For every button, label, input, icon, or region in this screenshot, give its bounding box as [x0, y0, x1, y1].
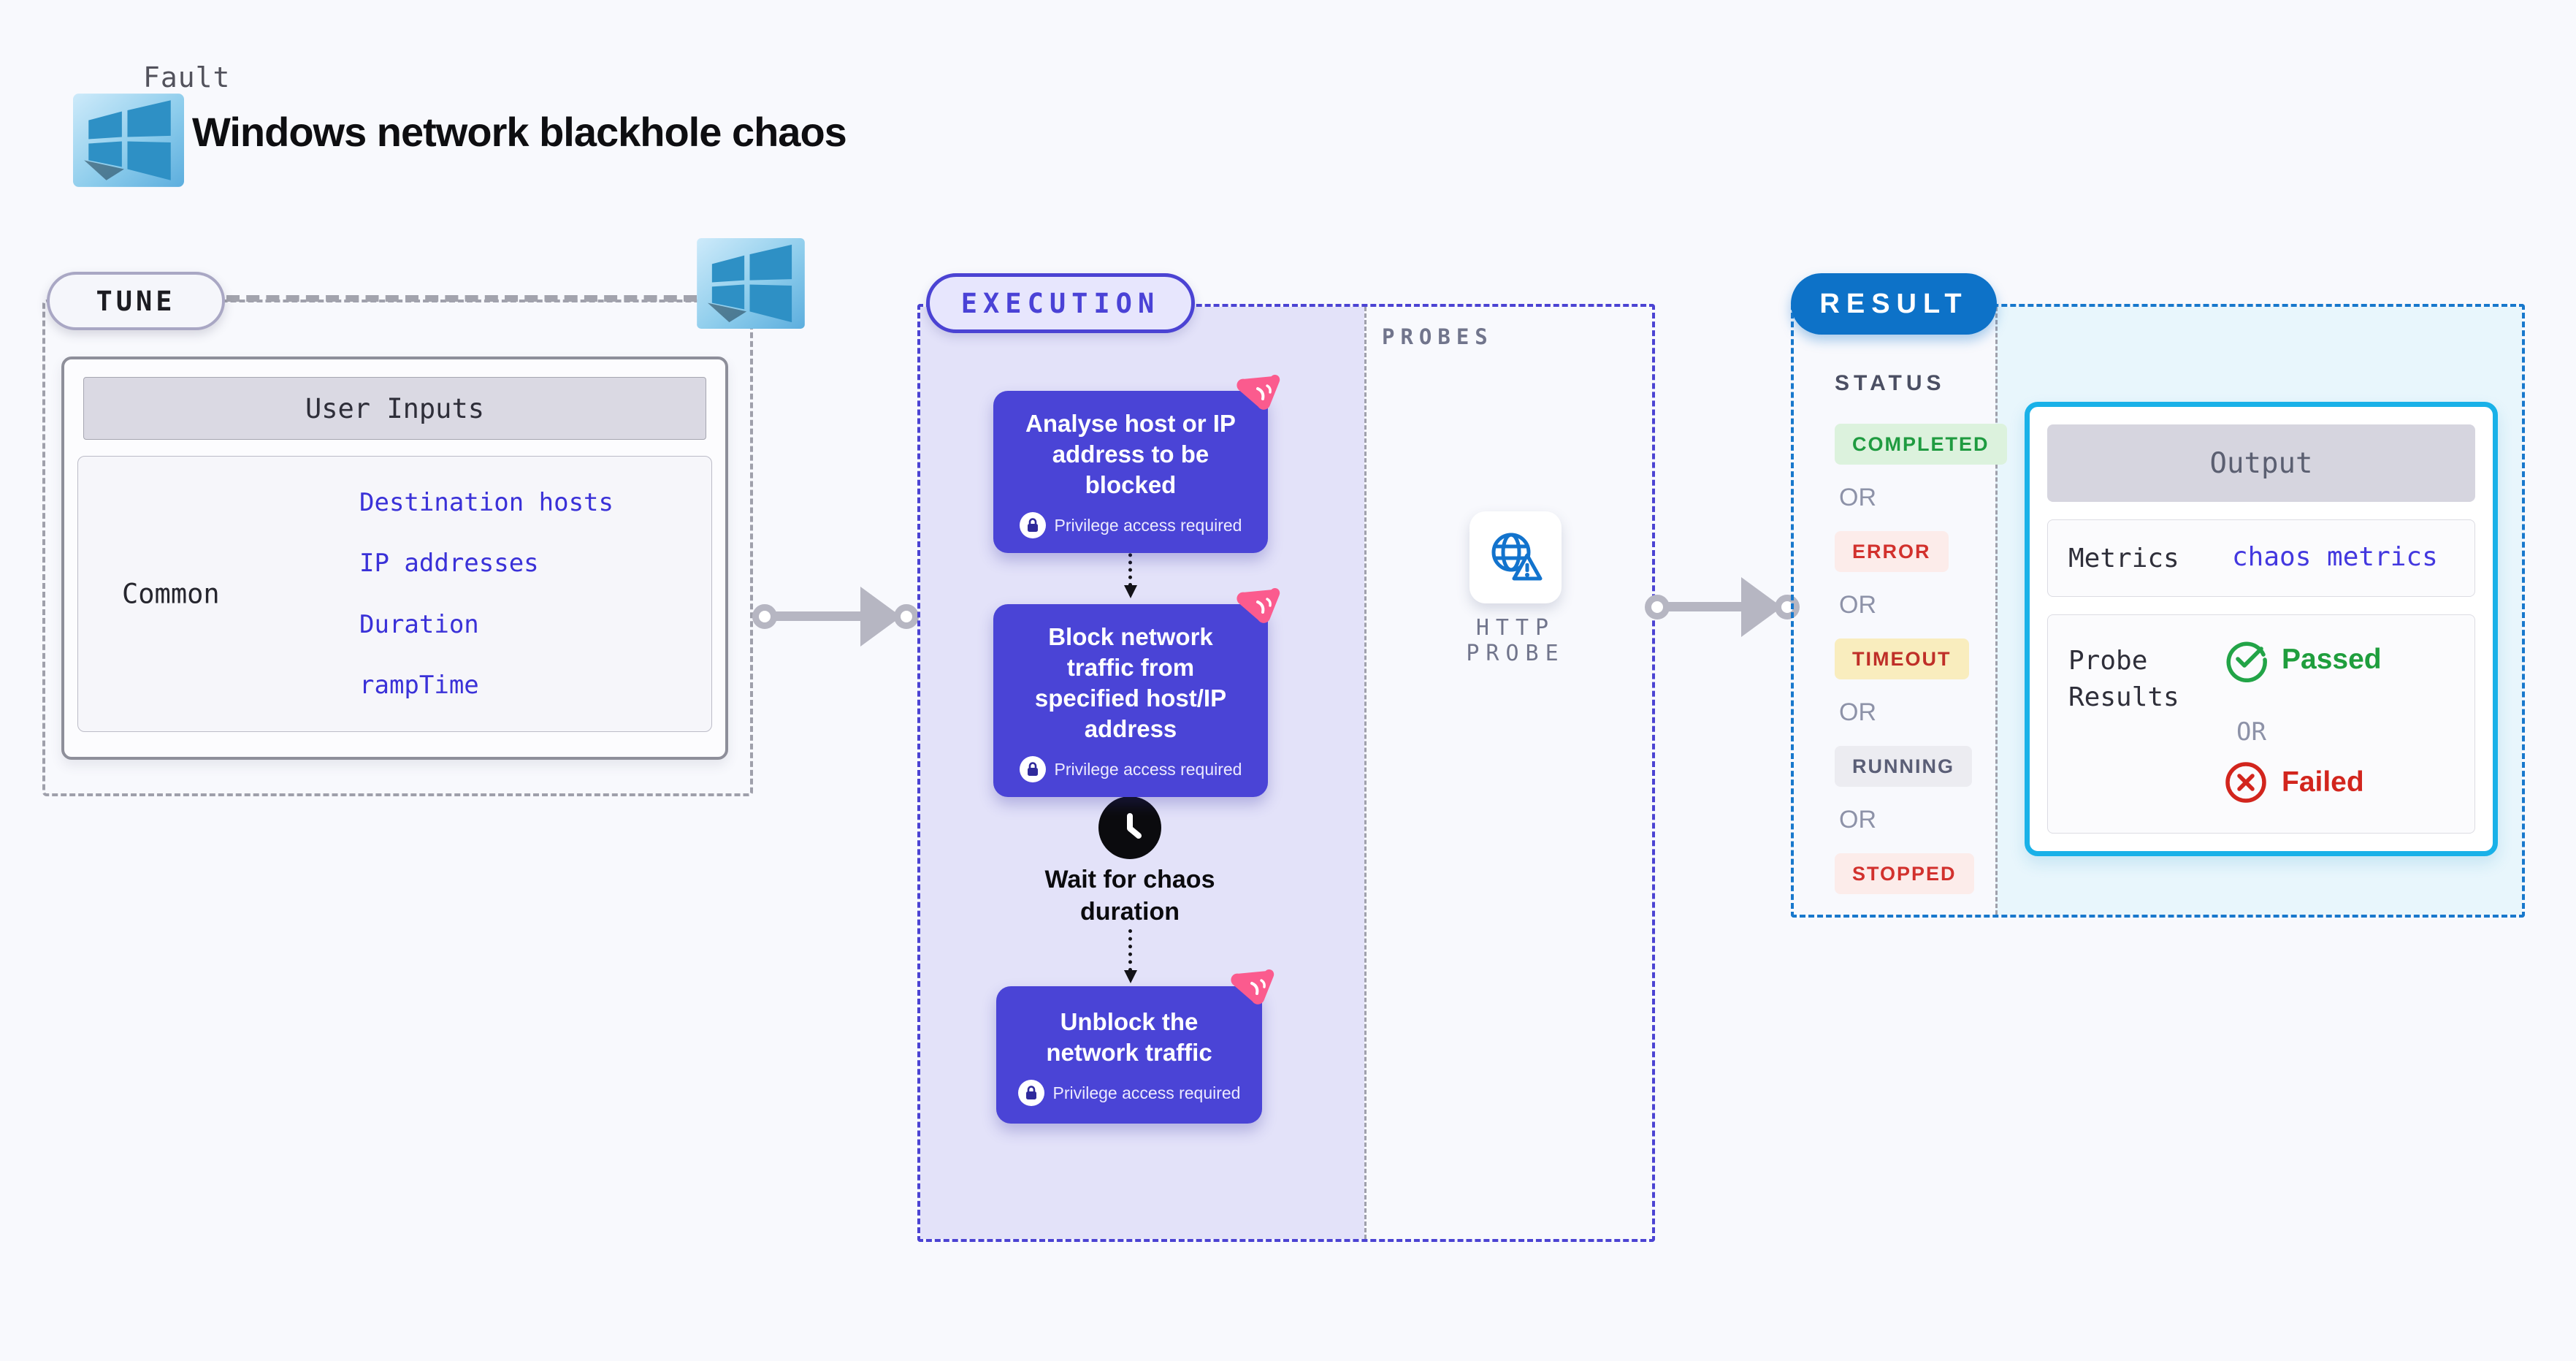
step-title: Unblock the network traffic	[1046, 1008, 1212, 1066]
link-ip-addresses[interactable]: IP addresses	[359, 549, 539, 579]
step-analyse-host: Analyse host or IP address to be blocked…	[993, 391, 1268, 553]
check-circle-icon	[2226, 641, 2267, 682]
execution-badge: EXECUTION	[926, 273, 1195, 333]
tune-to-execution-arrow	[751, 585, 920, 647]
user-inputs-body: Common Destination hosts IP addresses Du…	[77, 456, 712, 732]
privilege-note: Privilege access required	[1017, 1080, 1241, 1106]
probes-label: PROBES	[1382, 324, 1494, 349]
user-inputs-header: User Inputs	[83, 377, 706, 440]
output-card: Output Metrics chaos metrics Probe Resul…	[2025, 402, 2498, 856]
connector-wait-step3	[1124, 929, 1137, 983]
chaos-fault-icon	[1231, 969, 1274, 1004]
step-block-traffic: Block network traffic from specified hos…	[993, 604, 1268, 797]
privilege-text: Privilege access required	[1052, 1083, 1241, 1102]
or-label: OR	[2236, 717, 2266, 747]
status-output-divider	[1995, 307, 1998, 915]
link-destination-hosts[interactable]: Destination hosts	[359, 488, 614, 518]
privilege-text: Privilege access required	[1054, 515, 1242, 535]
http-probe-card[interactable]	[1469, 511, 1562, 603]
common-row-label: Common	[122, 578, 220, 610]
output-header: Output	[2047, 424, 2475, 502]
or-label: OR	[1839, 806, 1876, 834]
execution-probes-divider	[1364, 307, 1367, 1239]
passed-label: Passed	[2282, 644, 2382, 675]
status-badge-stopped: STOPPED	[1835, 853, 1974, 894]
fault-kicker: Fault	[143, 61, 231, 94]
probe-results-row: Probe Results Passed OR Failed	[2047, 614, 2475, 834]
probe-results-label: Probe Results	[2068, 646, 2179, 712]
passed-result: Passed	[2223, 637, 2382, 682]
globe-warning-icon	[1491, 533, 1543, 581]
failed-label: Failed	[2282, 766, 2364, 798]
metrics-label: Metrics	[2068, 544, 2179, 573]
lock-icon	[1019, 756, 1046, 782]
status-list: COMPLETED OR ERROR OR TIMEOUT OR RUNNING…	[1835, 424, 2007, 894]
status-heading: STATUS	[1835, 371, 1946, 395]
privilege-note: Privilege access required	[1019, 756, 1242, 782]
chaos-fault-icon	[1237, 588, 1280, 623]
privilege-note: Privilege access required	[1019, 512, 1242, 538]
step-title: Analyse host or IP address to be blocked	[1025, 410, 1236, 498]
chaos-fault-icon	[1237, 375, 1280, 410]
connector-step1-step2	[1124, 538, 1137, 598]
user-inputs-card: User Inputs Common Destination hosts IP …	[61, 357, 728, 760]
page-title: Windows network blackhole chaos	[192, 109, 847, 155]
step-unblock-traffic: Unblock the network traffic Privilege ac…	[996, 986, 1262, 1124]
step-title: Block network traffic from specified hos…	[1034, 623, 1227, 742]
status-badge-timeout: TIMEOUT	[1835, 638, 1969, 679]
status-badge-running: RUNNING	[1835, 746, 1972, 787]
or-label: OR	[1839, 698, 1876, 726]
windows-logo-icon-small	[697, 238, 805, 329]
status-badge-completed: COMPLETED	[1835, 424, 2007, 465]
failed-result: Failed	[2223, 760, 2364, 805]
user-input-links: Destination hosts IP addresses Duration …	[359, 457, 614, 731]
result-badge: RESULT	[1791, 273, 1997, 335]
status-badge-error: ERROR	[1835, 531, 1949, 572]
tune-badge: TUNE	[47, 272, 225, 330]
or-label: OR	[1839, 591, 1876, 619]
link-duration[interactable]: Duration	[359, 609, 479, 639]
http-probe-label: HTTP PROBE	[1466, 615, 1565, 666]
x-circle-icon	[2225, 762, 2266, 803]
wait-duration-label: Wait for chaos duration	[1044, 866, 1215, 926]
probes-to-result-arrow	[1643, 576, 1804, 637]
chaos-metrics-link[interactable]: chaos metrics	[2232, 542, 2438, 572]
lock-icon	[1019, 512, 1046, 538]
lock-icon	[1017, 1080, 1044, 1106]
windows-logo-icon	[73, 94, 184, 187]
link-ramptime[interactable]: rampTime	[359, 670, 479, 700]
metrics-row: Metrics chaos metrics	[2047, 519, 2475, 597]
tune-connector-line	[226, 295, 697, 302]
clock-icon	[1098, 796, 1161, 859]
or-label: OR	[1839, 484, 1876, 511]
privilege-text: Privilege access required	[1054, 759, 1242, 779]
